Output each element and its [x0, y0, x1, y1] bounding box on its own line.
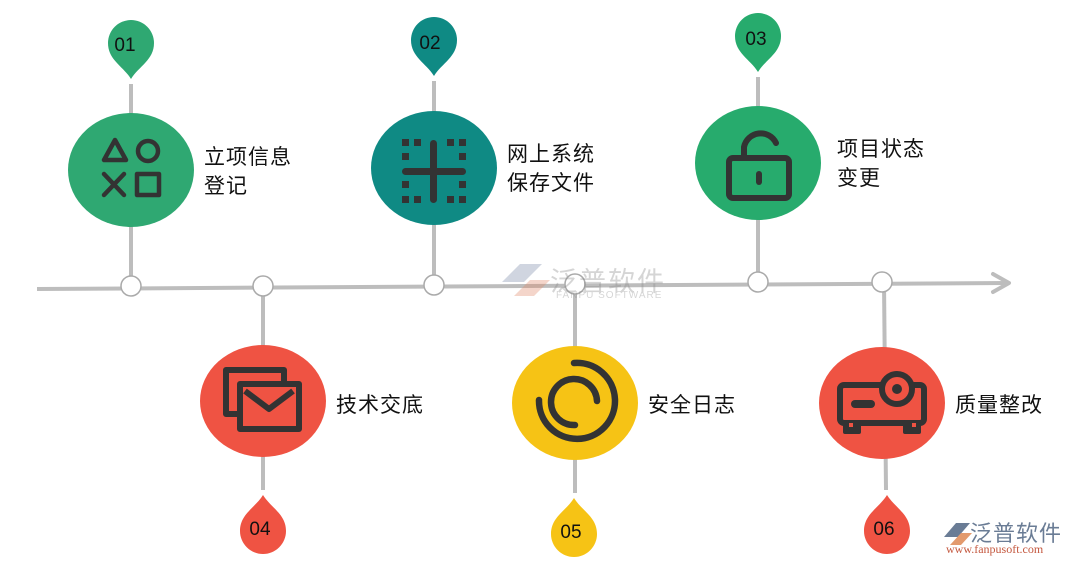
step-03-number: 03: [745, 29, 767, 50]
step-03-label-line1: 项目状态: [837, 137, 925, 161]
pin-01: [108, 20, 154, 79]
step-06-number: 06: [873, 519, 895, 540]
step-02-label: 网上系统 保存文件: [507, 140, 595, 198]
watermark-brand-cn: 泛普软件: [550, 267, 666, 298]
pin-02: [411, 17, 457, 76]
pin-05: [551, 498, 597, 557]
step-03-circle: [695, 106, 821, 220]
mail-stack-icon: [223, 367, 302, 432]
step-04-number: 04: [249, 519, 271, 540]
step-01-label: 立项信息 登记: [204, 143, 292, 201]
step-01-number: 01: [114, 35, 136, 56]
step-03-label: 项目状态 变更: [837, 135, 925, 193]
corner-logo-brand: 泛普软件: [970, 522, 1063, 547]
watermark-brand-en: FANPU SOFTWARE: [556, 290, 663, 301]
axis-nodes: [120, 271, 893, 297]
unlock-icon: [726, 130, 792, 201]
watermark-logo-icon: [502, 264, 550, 296]
pin-04: [240, 495, 286, 554]
step-02-label-line2: 保存文件: [507, 171, 595, 195]
grid-layout-icon: [402, 139, 466, 203]
step-02-number: 02: [419, 33, 441, 54]
node-02: [423, 274, 445, 296]
pin-03: [735, 13, 781, 72]
step-01-label-line1: 立项信息: [204, 145, 292, 169]
step-06-label: 质量整改: [955, 393, 1043, 417]
loading-spinner-icon: [535, 359, 619, 443]
node-03: [747, 271, 769, 293]
node-05: [564, 273, 586, 295]
arrow-head-icon: [991, 272, 1011, 294]
node-06: [871, 271, 893, 293]
step-04-label: 技术交底: [336, 393, 424, 417]
corner-logo-url: www.fanpusoft.com: [946, 542, 1044, 556]
step-01-label-line2: 登记: [204, 174, 248, 198]
step-05-label: 安全日志: [648, 393, 736, 417]
fanpu-logo-icon: [944, 523, 972, 545]
projector-icon: [837, 371, 927, 434]
timeline-axis: [36, 272, 1011, 294]
step-02-label-line1: 网上系统: [507, 142, 595, 166]
step-01-circle: [68, 113, 194, 227]
node-01: [120, 275, 142, 297]
pin-06: [864, 495, 910, 554]
step-05-number: 05: [560, 522, 582, 543]
step-03-label-line2: 变更: [837, 166, 881, 190]
node-04: [252, 275, 274, 297]
playstation-shapes-icon: [101, 137, 162, 198]
